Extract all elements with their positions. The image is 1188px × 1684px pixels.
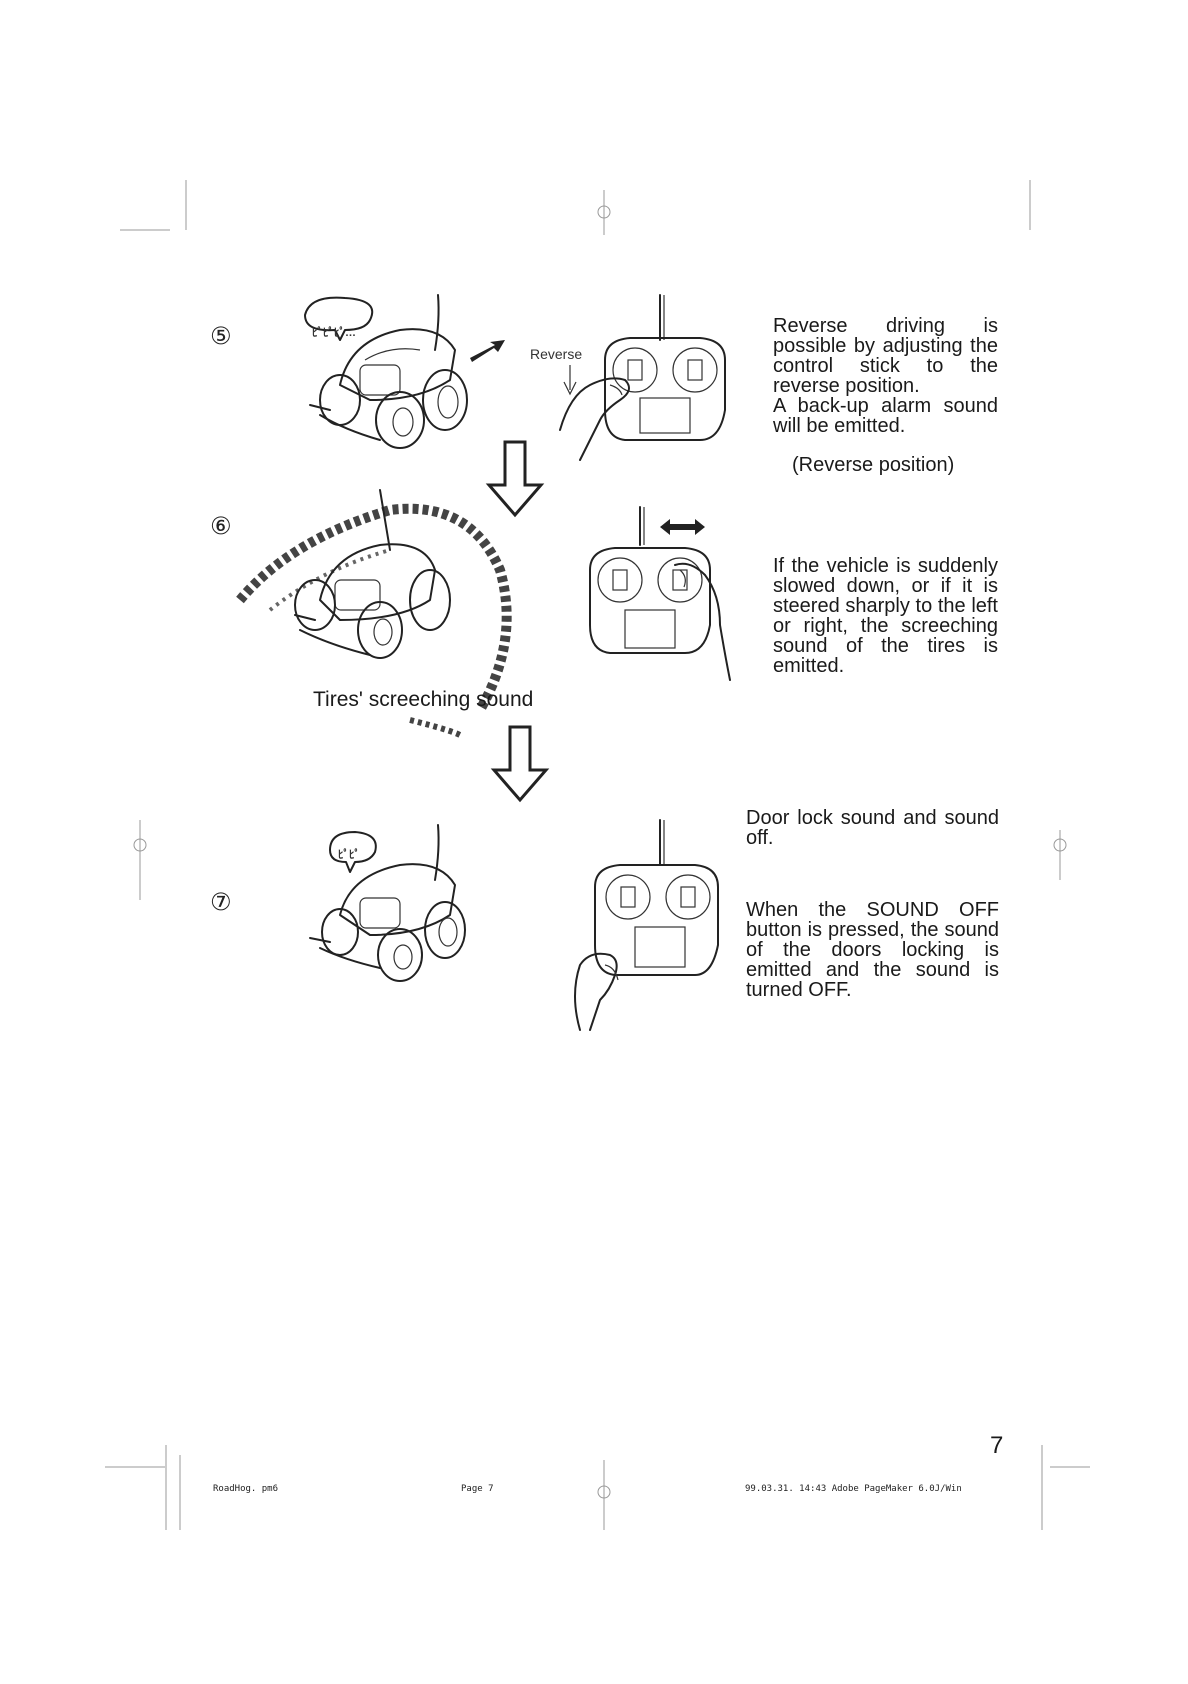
step-6-description: If the vehicle is suddenly slowed down, … bbox=[773, 555, 998, 677]
footer-stamp: 99.03.31. 14:43 Adobe PageMaker 6.0J/Win bbox=[745, 1484, 962, 1494]
car-illustration-reverse bbox=[304, 294, 505, 449]
tires-sound-label: Tires' screeching sound bbox=[313, 688, 534, 711]
car-illustration-skid bbox=[236, 489, 512, 738]
speech-bubble-text-5: ﾋﾟﾋﾟﾋﾟ… bbox=[312, 327, 356, 339]
step-number-7: ⑦ bbox=[210, 888, 232, 916]
reverse-position-caption: (Reverse position) bbox=[792, 454, 955, 476]
step-number-6: ⑥ bbox=[210, 512, 232, 540]
down-arrow-icon bbox=[485, 440, 545, 518]
controller-reverse-illustration bbox=[559, 294, 726, 461]
reverse-label: Reverse bbox=[530, 346, 583, 362]
step-7-heading: Door lock sound and sound off. bbox=[746, 807, 999, 849]
controller-steer-illustration bbox=[589, 506, 731, 681]
page-number: 7 bbox=[990, 1432, 1004, 1459]
speech-bubble-text-7: ﾋﾟﾋﾟ bbox=[338, 849, 360, 861]
controller-soundoff-illustration bbox=[574, 819, 719, 1031]
down-arrow-icon-2 bbox=[490, 725, 550, 803]
footer-page: Page 7 bbox=[461, 1484, 494, 1494]
step-7-description: When the SOUND OFF button is pressed, th… bbox=[746, 899, 999, 1001]
step-5-description: Reverse driving is possible by adjusting… bbox=[773, 315, 998, 437]
step-number-5: ⑤ bbox=[210, 322, 232, 350]
car-illustration-doorlock bbox=[309, 824, 466, 982]
footer-filename: RoadHog. pm6 bbox=[213, 1484, 279, 1494]
